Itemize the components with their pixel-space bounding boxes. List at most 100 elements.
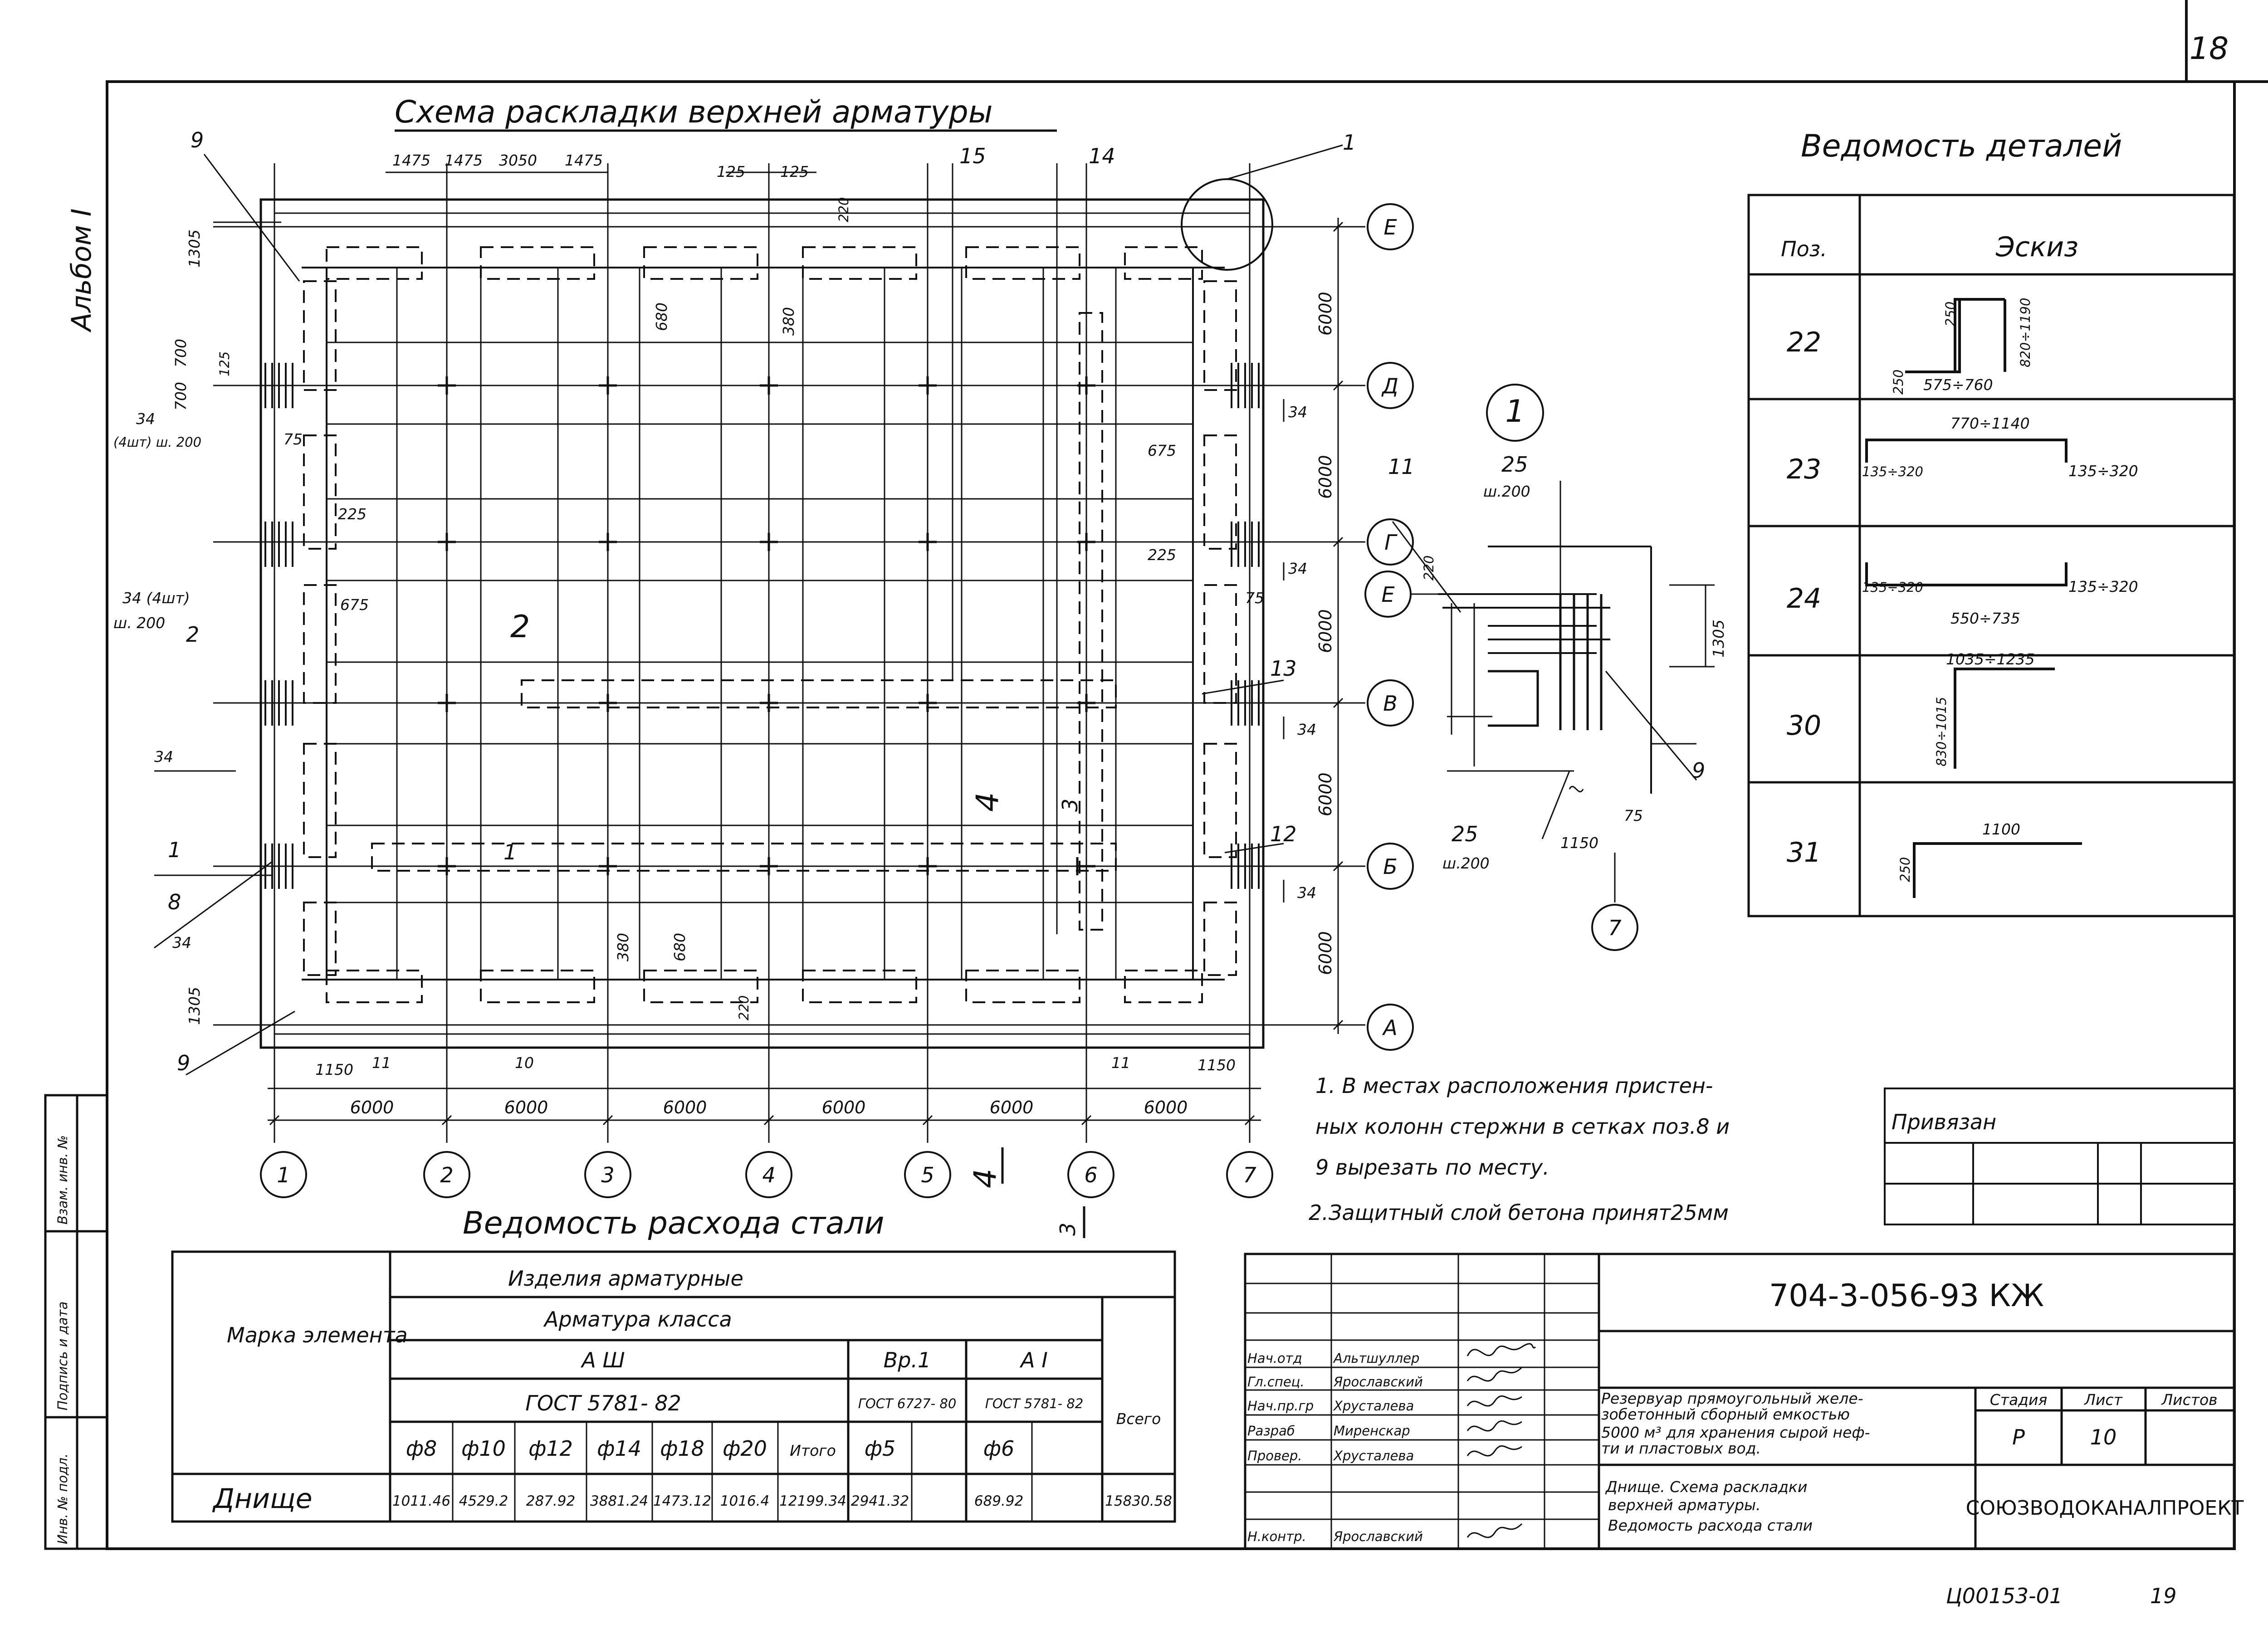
steel-d-8: ф8: [406, 1436, 437, 1461]
name-1: Альтшуллер: [1333, 1351, 1419, 1366]
sketch-31-dim-side: 250: [1897, 857, 1913, 882]
bottom-dimension-line: [268, 1088, 1261, 1126]
details-table: [1747, 194, 2235, 917]
steel-h-class: Арматура класса: [543, 1307, 732, 1332]
name-4: Миренскар: [1334, 1423, 1410, 1439]
detail-callout-sh200-bottom: ш.200: [1442, 854, 1490, 872]
role-1: Нач.отд: [1247, 1351, 1302, 1366]
detail-dim-1305: 1305: [1710, 619, 1727, 658]
dim-1150-left: 1150: [315, 1061, 353, 1078]
dim-700b: 700: [172, 382, 190, 410]
section-mark-4-plan: 4: [970, 792, 1006, 812]
steel-val-6: 689.92: [974, 1493, 1023, 1509]
note-line-1: 1. В местах расположения пристен-: [1315, 1073, 1713, 1098]
callout-34-r3: 34: [1297, 721, 1316, 738]
axis-label-d: Д: [1381, 374, 1398, 398]
sketch-23-dim-right: 135÷320: [2068, 462, 2138, 480]
sketch-24-dim-right: 135÷320: [2068, 578, 2138, 595]
sheet-frame: [106, 0, 2268, 1550]
steel-row-name: Днище: [212, 1483, 313, 1515]
steel-h-gost3: ГОСТ 5781- 82: [985, 1396, 1084, 1411]
right-dim-3: 6000: [1315, 609, 1335, 653]
project-line-2: зобетонный сборный емкостью: [1601, 1405, 1850, 1423]
role-3: Нач.пр.гр: [1247, 1398, 1314, 1414]
steel-h-aiii: А Ш: [580, 1348, 625, 1372]
dim-700a: 700: [172, 339, 190, 367]
steel-h-gost1: ГОСТ 5781- 82: [525, 1391, 681, 1415]
dim-125: 125: [217, 351, 232, 376]
callout-2-left: 2: [186, 622, 199, 647]
callout-1-center: 1: [503, 840, 517, 864]
dim-225-left: 225: [338, 505, 367, 523]
name-2: Ярославский: [1333, 1374, 1423, 1390]
details-sketches: [1865, 298, 2082, 898]
detail-label: 1: [1505, 394, 1525, 429]
note-line-2: ных колонн стержни в сетках поз.8 и: [1315, 1114, 1730, 1139]
stamp-roles: Нач.отд Альтшуллер Гл.спец. Ярославский …: [1247, 1351, 1423, 1544]
axis-label-2: 2: [440, 1163, 453, 1187]
detail-node: [1364, 384, 1715, 951]
detail-dim-220: 220: [1421, 556, 1437, 580]
details-pos-22: 22: [1787, 327, 1821, 358]
steel-d-itogo: Итого: [790, 1442, 836, 1459]
steel-d-18: ф18: [660, 1436, 704, 1461]
dim-220-bottom: 220: [736, 995, 752, 1020]
details-header-pos: Поз.: [1781, 237, 1827, 261]
steel-diameter-headers: ф8 ф10 ф12 ф14 ф18 ф20 Итого ф5 ф6: [406, 1436, 1015, 1461]
sketch-31-dim-top: 1100: [1982, 820, 2020, 838]
mesh-border: [302, 267, 1225, 980]
project-line-4: ти и пластовых вод.: [1601, 1439, 1761, 1457]
stamp-h-sheet: Лист: [2084, 1391, 2123, 1409]
signatures: [1466, 1343, 1536, 1538]
callout-2-center: 2: [510, 609, 530, 645]
steel-d-6: ф6: [983, 1436, 1015, 1461]
steel-val-8: 1011.46: [392, 1493, 450, 1509]
callout-10: 10: [515, 1054, 534, 1072]
detail-callout-11: 11: [1388, 454, 1415, 479]
steel-d-5: ф5: [865, 1436, 896, 1461]
stamp-h-sheets: Листов: [2161, 1391, 2217, 1409]
steel-h-products: Изделия арматурные: [508, 1266, 743, 1291]
sketch-22: [1910, 299, 2006, 373]
axis-label-e: Е: [1383, 215, 1397, 239]
span-dim-2: 6000: [504, 1097, 548, 1117]
details-pos-31: 31: [1787, 837, 1821, 868]
note-line-4: 2.Защитный слой бетона принят25мм: [1309, 1200, 1729, 1225]
span-dim-5: 6000: [990, 1097, 1034, 1117]
detail-callout-sh200-top: ш.200: [1483, 483, 1530, 500]
role-5: Провер.: [1247, 1448, 1302, 1463]
section-mark-4-bottom: 4: [968, 1169, 1003, 1188]
dim-1305-bottom: 1305: [186, 987, 203, 1025]
right-dim-1: 6000: [1315, 292, 1335, 336]
title-code: 704-3-056-93 КЖ: [1769, 1278, 2044, 1314]
dashed-edge-bars: [303, 246, 1237, 1003]
details-pos-24: 24: [1787, 583, 1821, 615]
plan-title-text: Схема раскладки верхней арматуры: [395, 94, 992, 130]
name-6: Ярославский: [1333, 1529, 1423, 1544]
steel-table-title: Ведомость расхода стали: [463, 1205, 884, 1241]
sheet-title-line-3: Ведомость расхода стали: [1608, 1517, 1813, 1534]
right-dimension-line: [1333, 218, 1344, 1034]
steel-h-ai: А I: [1019, 1348, 1048, 1372]
span-dim-4: 6000: [822, 1097, 866, 1117]
sketch-23-dim-left: 135÷320: [1862, 464, 1923, 479]
plan-slab: [259, 198, 1265, 1049]
side-stamp: [44, 1094, 108, 1550]
detail-node-circle: [1181, 178, 1273, 271]
callout-34-c: 34: [154, 748, 173, 766]
steel-h-total: Всего: [1116, 1410, 1161, 1428]
callout-34-a: 34: [136, 410, 155, 428]
steel-val-14: 3881.24: [590, 1493, 648, 1509]
mesh-strips: [327, 268, 1193, 980]
top-dim-1475a: 1475: [392, 151, 430, 169]
stamp-org: СОЮЗВОДОКАНАЛПРОЕКТ: [1966, 1497, 2244, 1520]
axis-label-b: Б: [1383, 854, 1398, 879]
axis-label-1: 1: [277, 1163, 290, 1187]
side-label-vzam: Взам. инв. №: [55, 1135, 70, 1224]
callout-34-r1: 34: [1288, 403, 1307, 421]
detail-axis-7: 7: [1608, 916, 1621, 940]
details-pos-30: 30: [1787, 710, 1821, 741]
steel-val-total: 15830.58: [1105, 1493, 1172, 1509]
section-mark-3-bottom: 3: [1056, 1223, 1080, 1236]
callout-leaders: [154, 154, 1285, 1076]
